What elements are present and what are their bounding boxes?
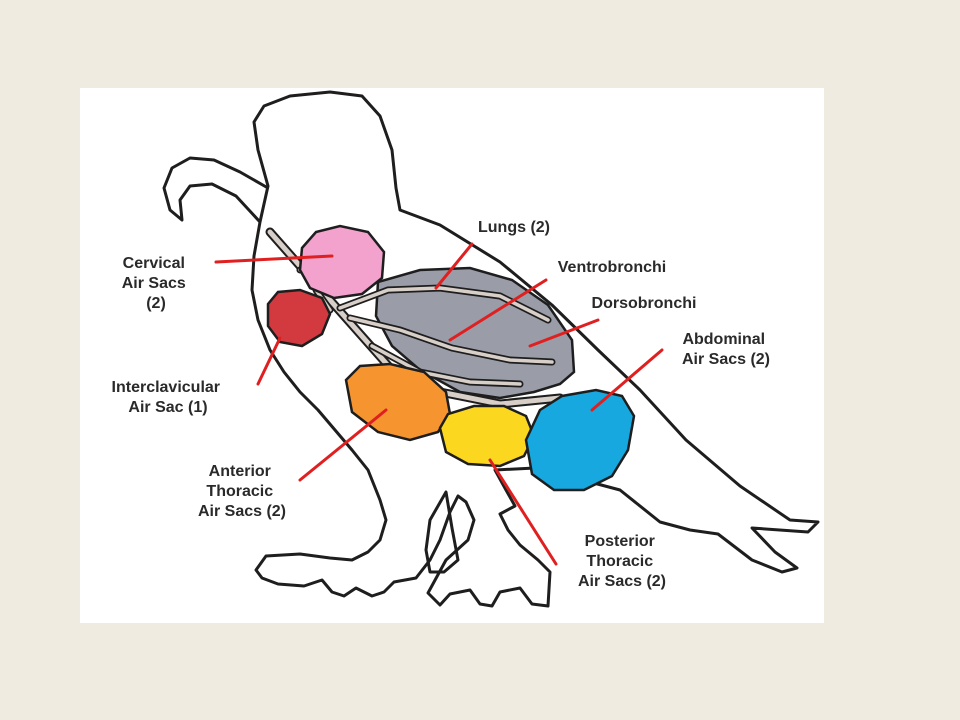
leader-lines — [214, 242, 664, 566]
bird-leg-inner — [424, 490, 460, 574]
bird-outline — [250, 90, 820, 608]
abdominal-air-sac — [524, 388, 636, 492]
bird-beak — [162, 156, 269, 224]
label-anterior-thoracic: Anterior Thoracic Air Sacs (2) — [198, 463, 286, 520]
label-dorsobronchi: Dorsobronchi — [592, 295, 697, 312]
leader-dorsobronchi — [528, 318, 600, 348]
leader-ventrobronchi — [448, 278, 548, 342]
label-lungs: Lungs (2) — [478, 219, 550, 236]
label-abdominal: Abdominal Air Sacs (2) — [682, 331, 770, 368]
label-ventrobronchi: Ventrobronchi — [558, 259, 666, 276]
cervical-air-sac — [298, 224, 386, 300]
lungs-shape — [374, 266, 576, 400]
interclavicular-air-sac — [266, 288, 332, 348]
leader-posterior-thoracic — [488, 458, 558, 566]
label-interclavicular: Interclavicular Air Sac (1) — [112, 379, 225, 416]
leader-cervical — [214, 254, 334, 264]
label-cervical: Cervical Air Sacs (2) — [122, 255, 191, 312]
posterior-thoracic-air-sac — [438, 404, 536, 468]
label-posterior-thoracic: Posterior Thoracic Air Sacs (2) — [578, 533, 666, 590]
leader-anterior-thoracic — [298, 408, 388, 482]
leader-abdominal — [590, 348, 664, 412]
leader-lungs — [434, 242, 474, 290]
leader-interclavicular — [256, 336, 282, 386]
